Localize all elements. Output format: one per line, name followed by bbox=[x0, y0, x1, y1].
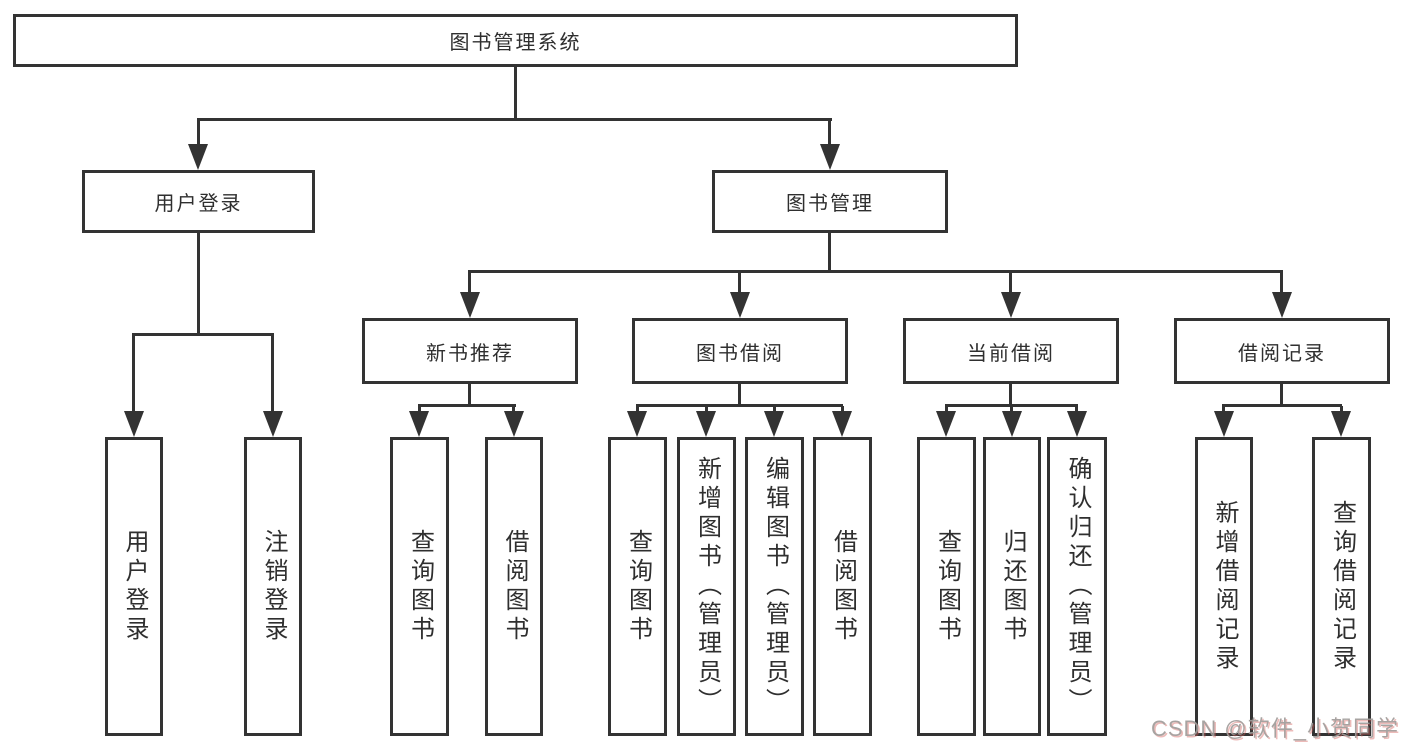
edge-user-login-stem bbox=[197, 233, 200, 335]
arrowhead-borrow-records bbox=[1272, 292, 1292, 318]
arrowhead-br-query bbox=[1331, 411, 1351, 437]
arrowhead-leaf-user-login bbox=[124, 411, 144, 437]
edge-book-management-stem bbox=[828, 233, 831, 272]
leaf-logout: 注销登录 bbox=[244, 437, 302, 736]
edge-nbr-stem bbox=[468, 384, 471, 406]
edge-cb-stem bbox=[1009, 384, 1012, 406]
edge-to-leaf-logout bbox=[271, 335, 274, 415]
leaf-br-query-record: 查询借阅记录 bbox=[1312, 437, 1371, 736]
arrowhead-nbr-borrow bbox=[504, 411, 524, 437]
edge-bb-stem bbox=[738, 384, 741, 406]
edge-cb-split bbox=[945, 404, 1078, 407]
edge-level1-split bbox=[197, 118, 832, 121]
node-root: 图书管理系统 bbox=[13, 14, 1018, 67]
node-book-management: 图书管理 bbox=[712, 170, 948, 233]
edge-to-new-book-rec bbox=[468, 272, 471, 296]
arrowhead-user-login bbox=[188, 144, 208, 170]
arrowhead-cb-confirm bbox=[1067, 411, 1087, 437]
edge-to-user-login bbox=[197, 120, 200, 150]
leaf-cb-return-book: 归还图书 bbox=[983, 437, 1041, 736]
edge-br-stem bbox=[1280, 384, 1283, 406]
leaf-bb-edit-book-admin: 编辑图书（管理员） bbox=[745, 437, 804, 736]
node-current-borrowing: 当前借阅 bbox=[903, 318, 1119, 384]
edge-to-leaf-user-login bbox=[132, 335, 135, 415]
arrowhead-current-borrow bbox=[1001, 292, 1021, 318]
arrowhead-bb-edit bbox=[764, 411, 784, 437]
arrowhead-bb-query bbox=[627, 411, 647, 437]
edge-to-borrow-records bbox=[1280, 272, 1283, 296]
leaf-cb-query-book: 查询图书 bbox=[917, 437, 976, 736]
arrowhead-br-add bbox=[1214, 411, 1234, 437]
arrowhead-bb-borrow bbox=[832, 411, 852, 437]
edge-to-book-borrow bbox=[738, 272, 741, 296]
edge-bb-split bbox=[636, 404, 843, 407]
edge-user-login-split bbox=[132, 333, 274, 336]
arrowhead-book-management bbox=[820, 144, 840, 170]
leaf-bb-borrow-book: 借阅图书 bbox=[813, 437, 872, 736]
edge-root-stem bbox=[514, 67, 517, 120]
arrowhead-bb-add bbox=[696, 411, 716, 437]
node-user-login: 用户登录 bbox=[82, 170, 315, 233]
edge-to-current-borrow bbox=[1009, 272, 1012, 296]
leaf-nbr-query-book: 查询图书 bbox=[390, 437, 449, 736]
leaf-cb-confirm-return-admin: 确认归还（管理员） bbox=[1047, 437, 1107, 736]
node-borrowing-records: 借阅记录 bbox=[1174, 318, 1390, 384]
leaf-br-add-record: 新增借阅记录 bbox=[1195, 437, 1253, 736]
leaf-user-login: 用户登录 bbox=[105, 437, 163, 736]
arrowhead-new-book-rec bbox=[460, 292, 480, 318]
leaf-nbr-borrow-book: 借阅图书 bbox=[485, 437, 543, 736]
leaf-bb-add-book-admin: 新增图书（管理员） bbox=[677, 437, 736, 736]
edge-level3-split bbox=[468, 270, 1283, 273]
leaf-bb-query-book: 查询图书 bbox=[608, 437, 667, 736]
csdn-watermark: CSDN @软件_小贺同学 bbox=[1150, 716, 1399, 741]
arrowhead-cb-return bbox=[1002, 411, 1022, 437]
arrowhead-nbr-query bbox=[409, 411, 429, 437]
edge-br-split bbox=[1222, 404, 1342, 407]
edge-to-book-management bbox=[828, 120, 831, 150]
arrowhead-leaf-logout bbox=[263, 411, 283, 437]
node-new-book-recommendation: 新书推荐 bbox=[362, 318, 578, 384]
arrowhead-cb-query bbox=[936, 411, 956, 437]
arrowhead-book-borrow bbox=[730, 292, 750, 318]
node-book-borrowing: 图书借阅 bbox=[632, 318, 848, 384]
edge-nbr-split bbox=[418, 404, 516, 407]
